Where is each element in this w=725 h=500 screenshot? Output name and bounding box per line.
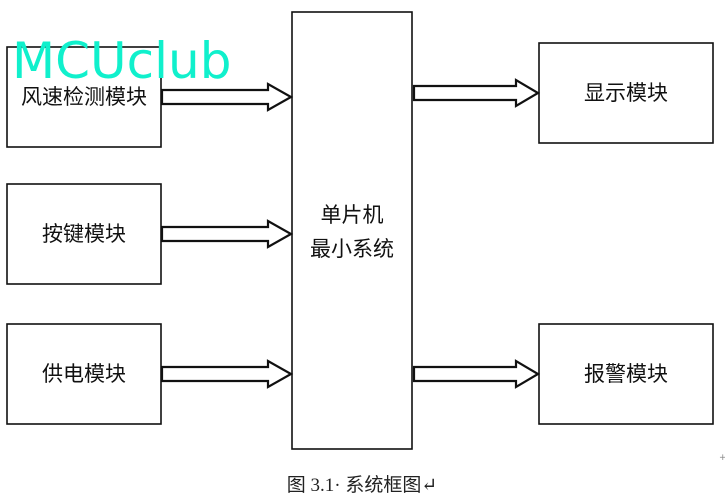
arrow-mcu-to-display (412, 78, 541, 108)
label-alarm-module: 报警模块 (584, 362, 668, 386)
box-alarm-module (538, 323, 714, 425)
label-power-module: 供电模块 (42, 362, 126, 386)
box-mcu-minimum-system (291, 11, 413, 450)
watermark-logo: MCUclub (12, 32, 231, 90)
arrow-mcu-to-alarm (412, 359, 541, 389)
box-display-module (538, 42, 714, 144)
paragraph-mark-icon: + (719, 453, 725, 463)
arrow-power-to-mcu (160, 359, 294, 389)
label-mcu-line2: 最小系统 (310, 237, 394, 261)
arrow-wind-to-mcu (160, 82, 294, 112)
arrow-key-to-mcu (160, 219, 294, 249)
box-key-module (6, 183, 162, 285)
box-wind-speed-module (6, 46, 162, 148)
label-wind-speed-module: 风速检测模块 (21, 85, 147, 109)
figure-caption: 图 3.1· 系统框图↵ (287, 474, 438, 496)
label-key-module: 按键模块 (42, 222, 126, 246)
box-power-module (6, 323, 162, 425)
label-display-module: 显示模块 (584, 81, 668, 105)
label-mcu-line1: 单片机 (321, 203, 384, 227)
